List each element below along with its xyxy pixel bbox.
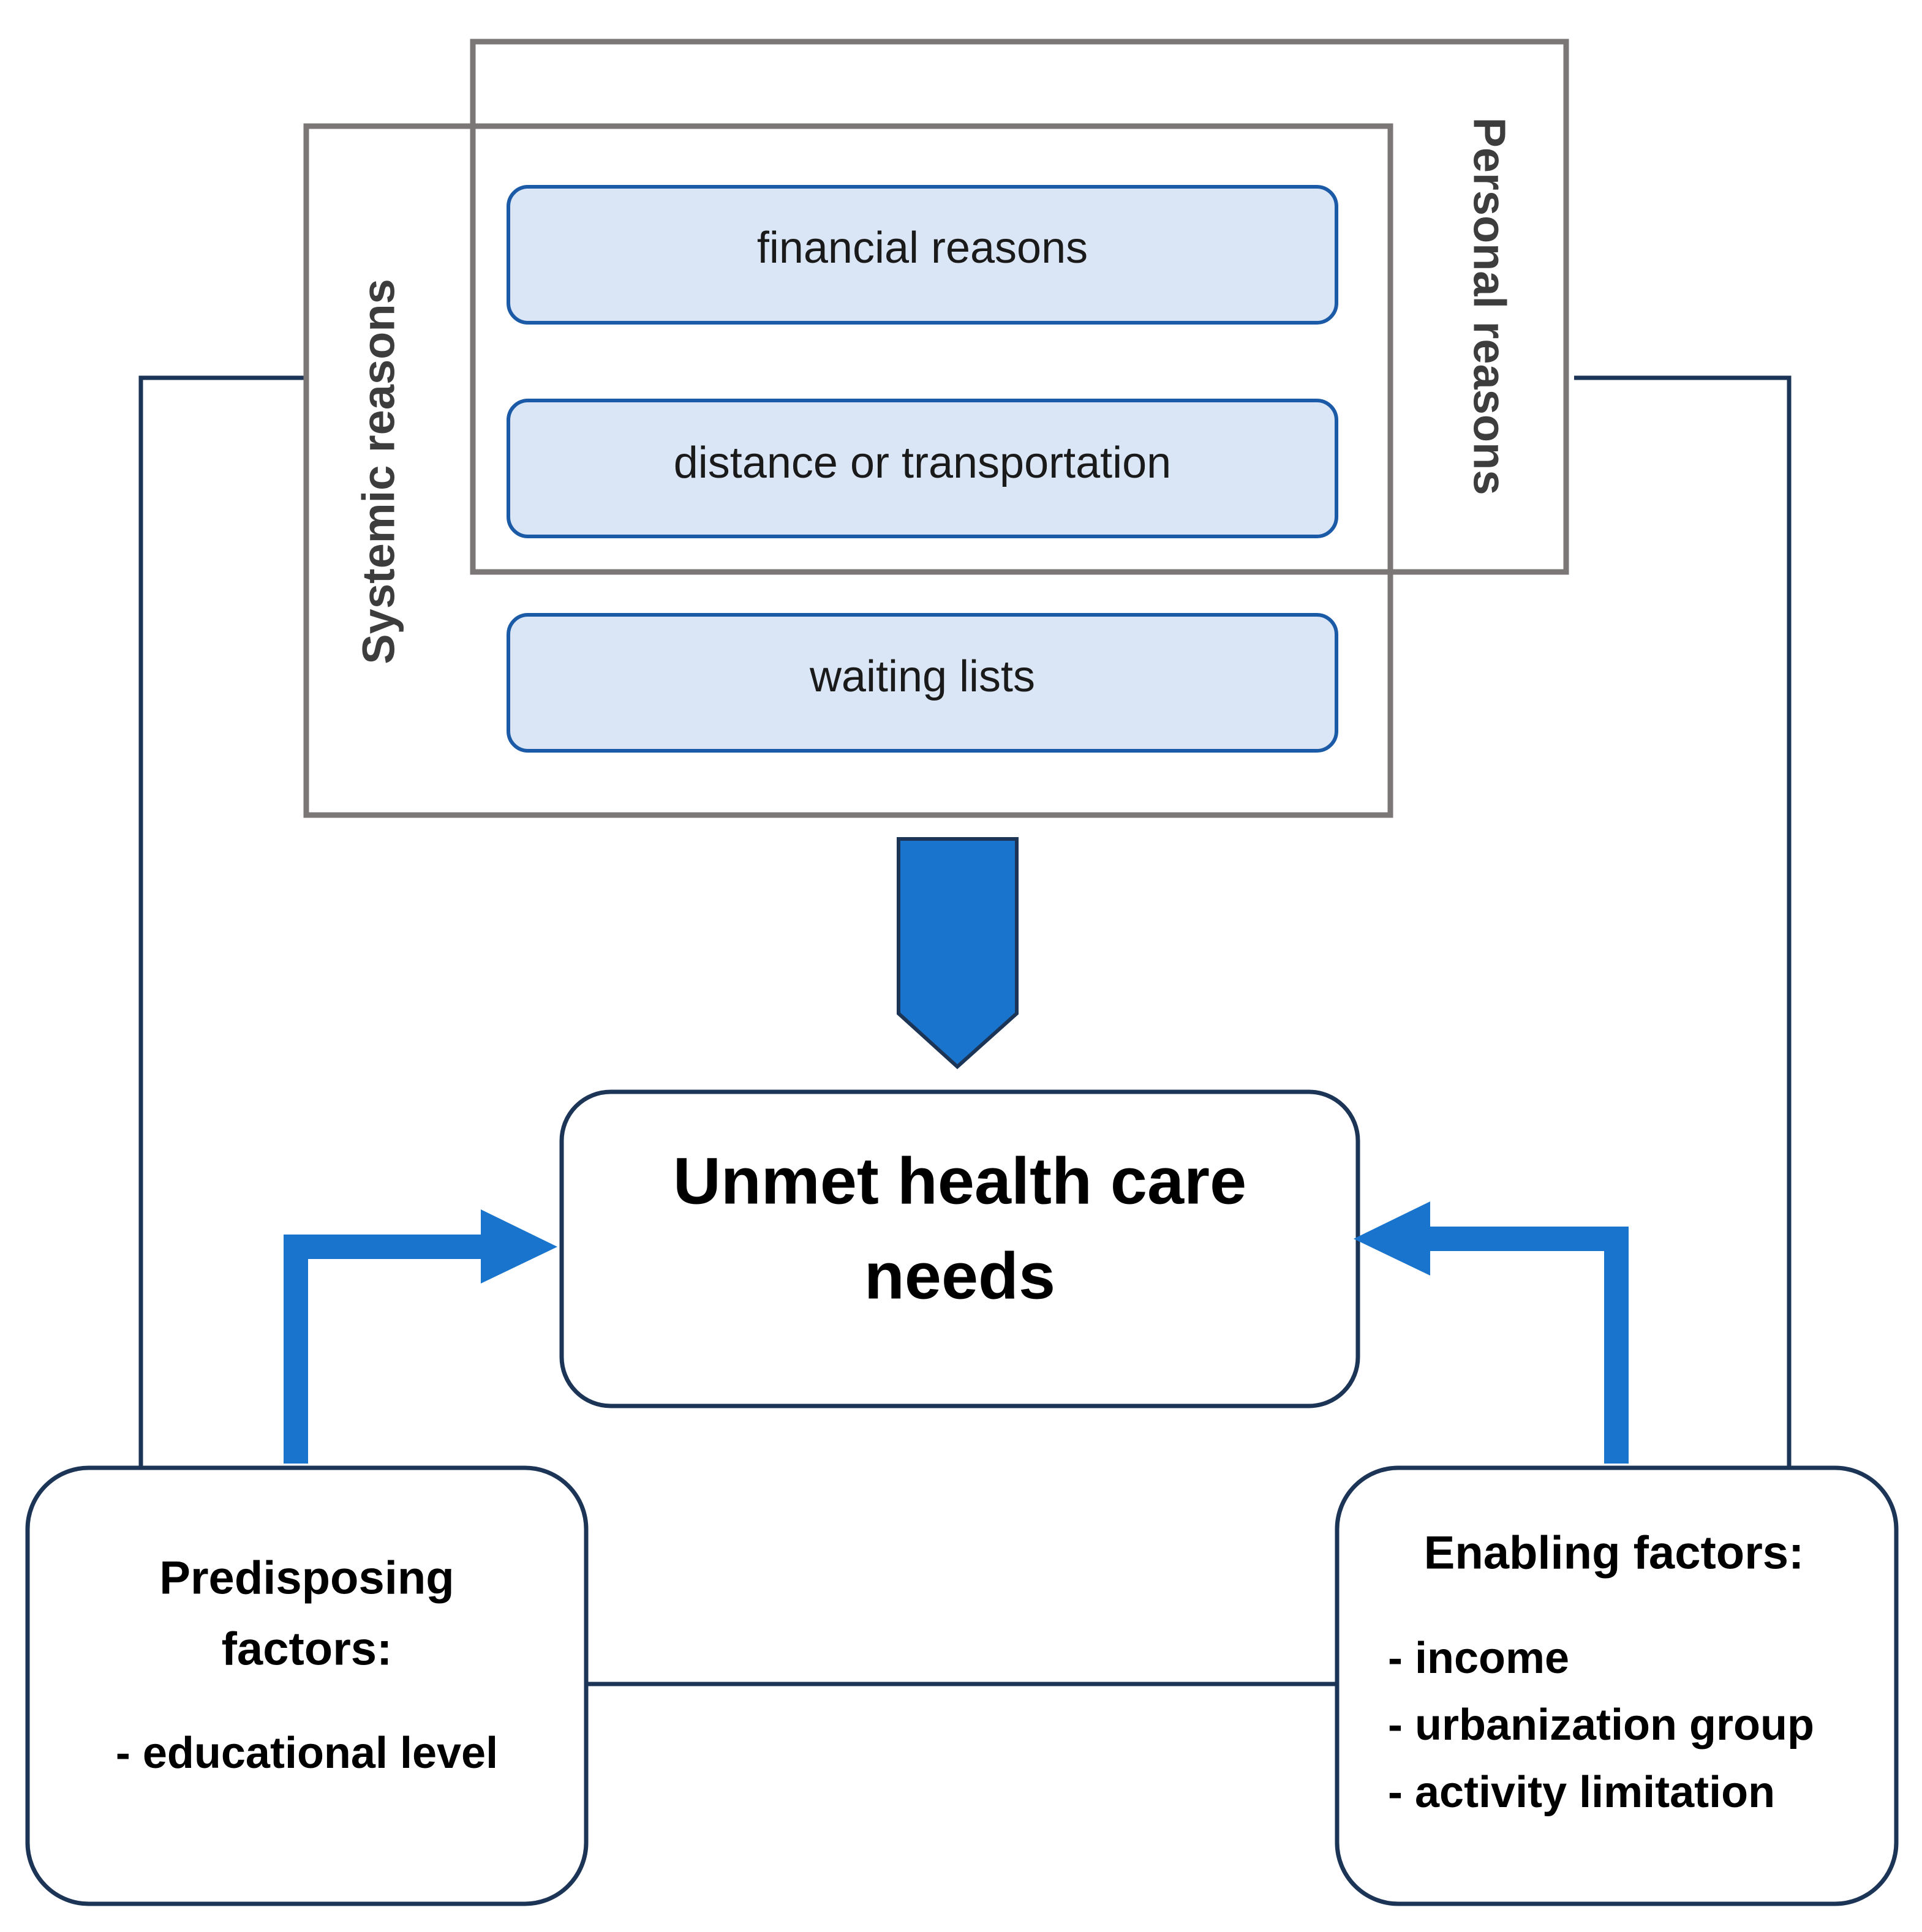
- personal-reasons-label: Personal reasons: [1464, 118, 1515, 495]
- reason-label: financial reasons: [757, 224, 1088, 273]
- systemic-reasons-label: Systemic reasons: [353, 279, 404, 664]
- unmet-needs-title-line1: Unmet health care: [673, 1144, 1246, 1218]
- reason-box-financial: financial reasons: [507, 185, 1338, 325]
- enabling-factors-box: Enabling factors: - income - urbanizatio…: [1335, 1465, 1899, 1906]
- predisposing-arrow: [284, 1209, 557, 1464]
- predisposing-title-line2: factors:: [222, 1623, 393, 1675]
- enabling-title: Enabling factors:: [1424, 1527, 1804, 1579]
- reason-label: distance or transportation: [674, 438, 1171, 487]
- reason-box-distance: distance or transportation: [507, 399, 1338, 538]
- enabling-arrow: [1354, 1201, 1629, 1464]
- enabling-item: - income: [1388, 1634, 1569, 1683]
- reason-label: waiting lists: [809, 652, 1035, 701]
- enabling-item: - activity limitation: [1388, 1768, 1775, 1817]
- predisposing-title-line1: Predisposing: [159, 1552, 454, 1604]
- predisposing-factors-box: Predisposing factors: - educational leve…: [25, 1465, 589, 1906]
- unmet-needs-title-line2: needs: [864, 1239, 1055, 1313]
- unmet-needs-box: Unmet health care needs: [559, 1089, 1360, 1408]
- enabling-item: - urbanization group: [1388, 1701, 1814, 1750]
- right-connector-line: [1574, 375, 1792, 1468]
- reason-box-waiting-lists: waiting lists: [507, 613, 1338, 753]
- systemic-reasons-frame: [303, 123, 1393, 818]
- predisposing-item: - educational level: [116, 1729, 498, 1778]
- left-connector-line: [138, 375, 306, 1468]
- down-arrow: [897, 837, 1019, 1070]
- personal-reasons-frame: [470, 39, 1569, 575]
